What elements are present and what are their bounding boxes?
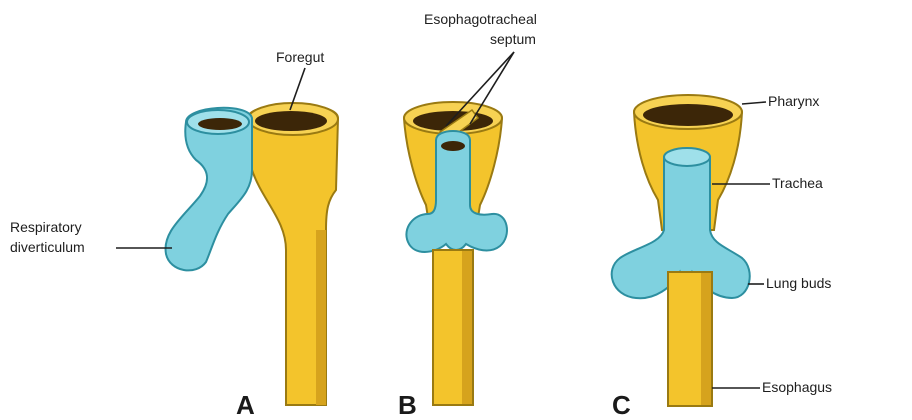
panel-c-letter: C xyxy=(612,390,631,420)
label-trachea: Trachea xyxy=(772,175,823,191)
panel-a-tube-shade xyxy=(316,230,326,405)
panel-b-trachea-lumen xyxy=(441,141,465,151)
panel-b-esophagus-shade xyxy=(462,251,472,404)
label-foregut: Foregut xyxy=(276,49,324,65)
panel-b-letter: B xyxy=(398,390,417,420)
panel-a-foregut-lumen xyxy=(255,111,327,131)
leader-pharynx xyxy=(742,102,766,104)
label-septum-line1: Esophagotracheal xyxy=(424,11,537,27)
panel-a: Foregut Respiratory diverticulum A xyxy=(10,49,338,420)
panel-b: Esophagotracheal septum B xyxy=(398,11,537,420)
label-lung-buds: Lung buds xyxy=(766,275,831,291)
panel-c: Pharynx Trachea Lung buds Esophagus C xyxy=(612,93,832,420)
label-respiratory-line1: Respiratory xyxy=(10,219,82,235)
panel-c-esophagus-shade xyxy=(701,273,711,405)
label-esophagus: Esophagus xyxy=(762,379,832,395)
label-septum-line2: septum xyxy=(490,31,536,47)
panel-c-pharynx-lumen xyxy=(643,104,733,126)
label-pharynx: Pharynx xyxy=(768,93,819,109)
panel-a-diverticulum-lumen xyxy=(198,118,242,130)
label-respiratory-line2: diverticulum xyxy=(10,239,85,255)
panel-a-letter: A xyxy=(236,390,255,420)
panel-c-trachea-rim xyxy=(664,148,710,166)
